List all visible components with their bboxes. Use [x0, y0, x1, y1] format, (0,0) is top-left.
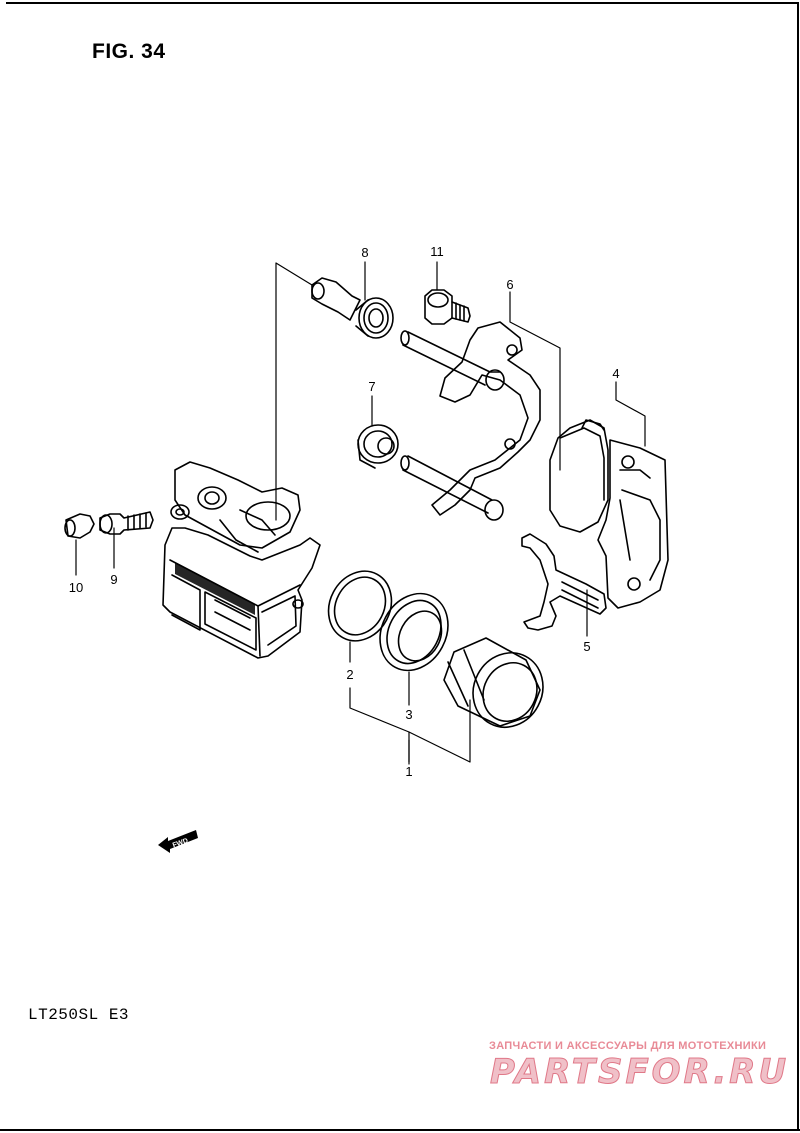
- watermark-logo: PARTSFOR.RU: [489, 1052, 790, 1093]
- callout-2: 2: [346, 667, 354, 682]
- leader-lines: [75, 261, 646, 765]
- callout-8: 8: [361, 245, 369, 260]
- caliper-bracket: [400, 321, 541, 521]
- caliper-piston: [443, 637, 544, 728]
- pin-boot-upper: [311, 277, 394, 339]
- frame-bottom-edge: [0, 1129, 800, 1131]
- callout-1: 1: [405, 764, 413, 779]
- model-code: LT250SL E3: [28, 1006, 130, 1024]
- mounting-bolt: [424, 289, 471, 325]
- callout-6: 6: [506, 277, 514, 292]
- frame-top-edge: [6, 2, 798, 4]
- callout-4: 4: [612, 366, 620, 381]
- callout-7: 7: [368, 379, 376, 394]
- callout-11: 11: [430, 244, 444, 259]
- caliper-body: [162, 461, 321, 659]
- figure-title: FIG. 34: [92, 40, 166, 63]
- pin-boot-lower: [357, 424, 399, 469]
- callout-3: 3: [405, 707, 413, 722]
- piston-seal: [379, 592, 449, 672]
- frame-right-edge: [797, 2, 799, 1130]
- callout-5: 5: [583, 639, 591, 654]
- callout-9: 9: [110, 572, 118, 587]
- dust-seal: [327, 570, 393, 642]
- forward-arrow-icon: FWD: [156, 828, 200, 854]
- bleeder-cap: [64, 513, 95, 539]
- watermark-subtitle: ЗАПЧАСТИ И АКСЕССУАРЫ ДЛЯ МОТОТЕХНИКИ: [489, 1040, 767, 1052]
- brake-pad-set: [549, 419, 669, 609]
- pad-spring: [521, 533, 607, 631]
- bleeder-screw: [99, 511, 154, 535]
- callout-10: 10: [68, 580, 84, 595]
